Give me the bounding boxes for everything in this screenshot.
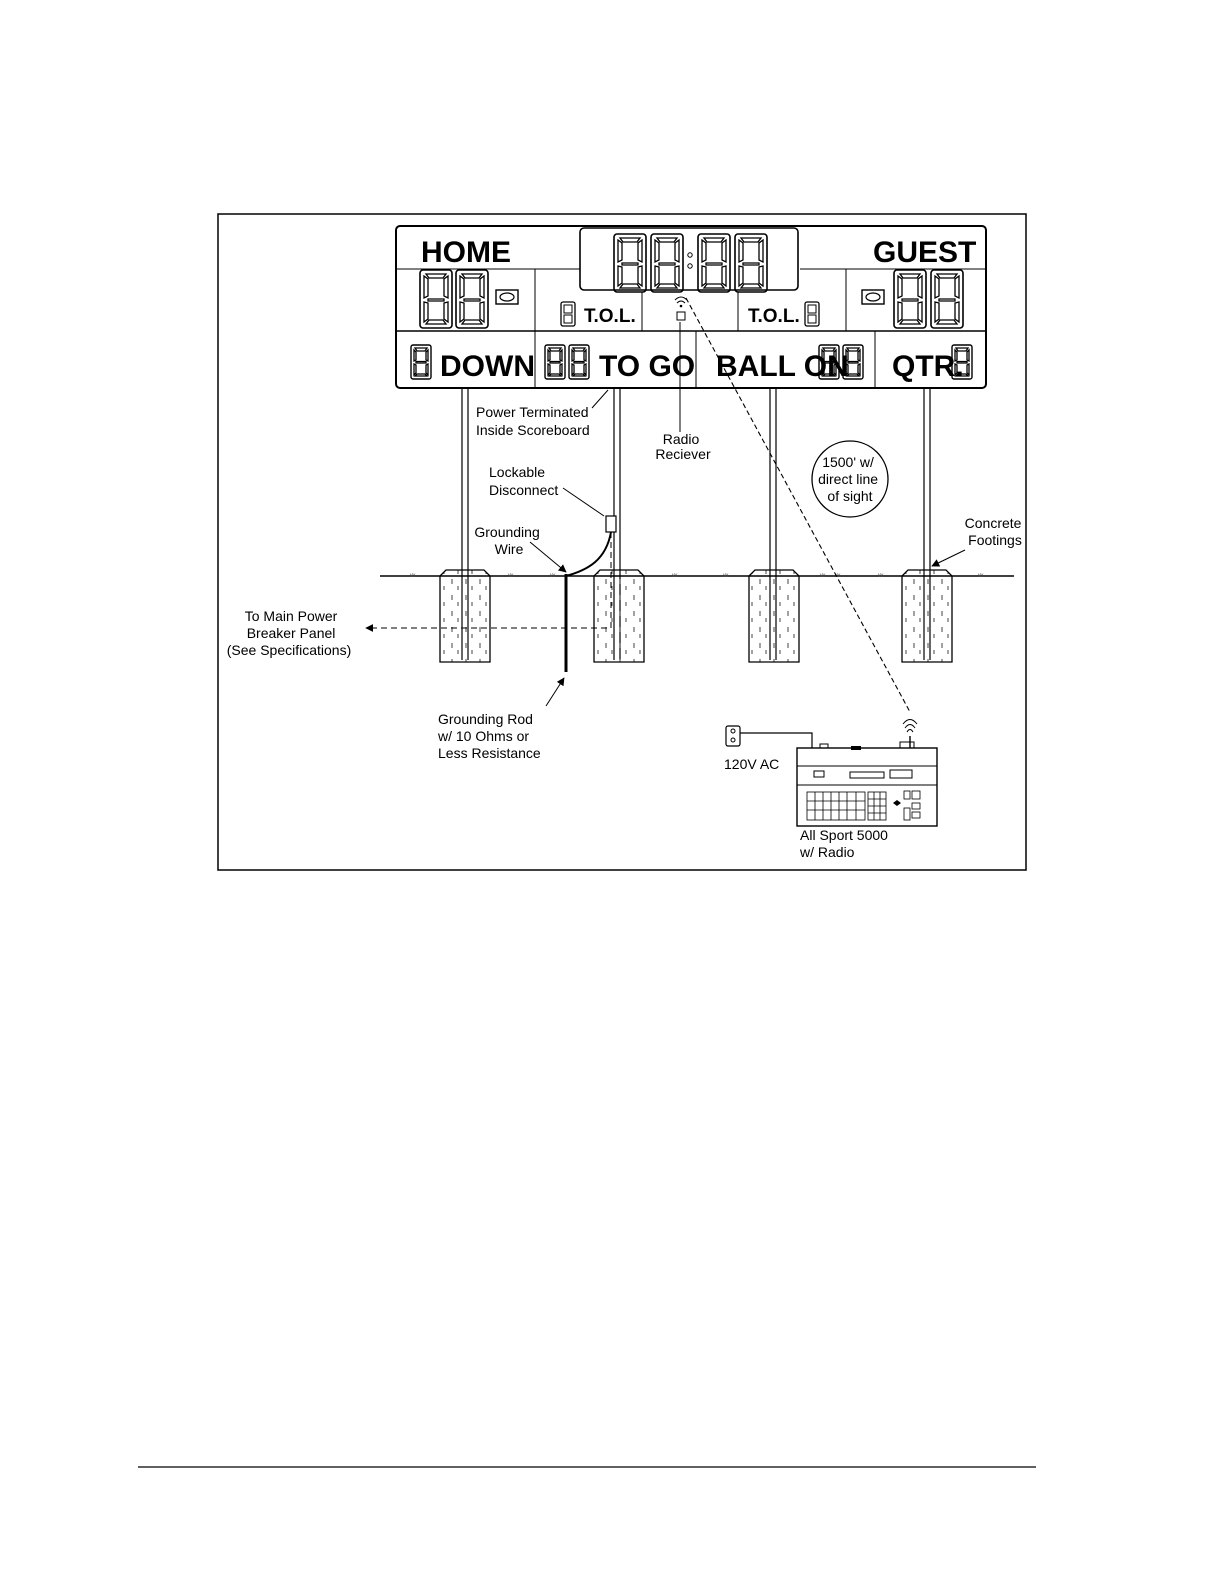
svg-text:ᵥᵥ: ᵥᵥ bbox=[549, 569, 556, 578]
home-label: HOME bbox=[421, 236, 511, 269]
svg-text:ᵥᵥ: ᵥᵥ bbox=[507, 569, 514, 578]
figure-frame bbox=[217, 213, 1027, 871]
ball-on-label: BALL ON bbox=[716, 350, 849, 383]
svg-text:ᵥᵥ: ᵥᵥ bbox=[877, 569, 884, 578]
to-go-label: TO GO bbox=[599, 350, 695, 383]
power-cord bbox=[740, 732, 813, 748]
all-sport-5000-controller bbox=[796, 736, 938, 827]
controller-radio-icon bbox=[902, 719, 918, 733]
down-label: DOWN bbox=[440, 350, 535, 383]
main-power-callout: To Main Power Breaker Panel (See Specifi… bbox=[227, 608, 352, 658]
grounding-wire bbox=[565, 531, 612, 577]
range-callout-circle bbox=[811, 440, 889, 518]
guest-label: GUEST bbox=[873, 236, 976, 269]
controller-callout: All Sport 5000 w/ Radio bbox=[799, 827, 892, 860]
guest-tol-label: T.O.L. bbox=[748, 306, 800, 327]
radio-receiver-callout: Radio Reciever bbox=[655, 431, 711, 462]
main-power-conduit bbox=[365, 532, 612, 632]
svg-text:ᵥᵥ: ᵥᵥ bbox=[671, 569, 678, 578]
outlet-callout: 120V AC bbox=[724, 756, 779, 772]
grounding-rod-callout: Grounding Rod w/ 10 Ohms or Less Resista… bbox=[437, 711, 541, 761]
radio-line-of-sight bbox=[685, 297, 911, 713]
range-callout: 1500' w/ direct line of sight bbox=[818, 454, 882, 504]
lockable-disconnect-box bbox=[605, 515, 617, 533]
clock-colon bbox=[687, 252, 693, 258]
concrete-footings-callout: Concrete Footings bbox=[965, 515, 1026, 548]
svg-text:ᵥᵥ: ᵥᵥ bbox=[819, 569, 826, 578]
lockable-disconnect-callout: Lockable Disconnect bbox=[489, 464, 558, 498]
grounding-wire-callout: Grounding Wire bbox=[474, 524, 543, 557]
home-tol-label: T.O.L. bbox=[584, 306, 636, 327]
svg-text:ᵥᵥ: ᵥᵥ bbox=[409, 569, 416, 578]
home-possession-icon bbox=[495, 289, 519, 305]
guest-possession-icon bbox=[861, 289, 885, 305]
power-terminated-callout: Power Terminated Inside Scoreboard bbox=[476, 404, 592, 438]
svg-text:ᵥᵥ: ᵥᵥ bbox=[977, 569, 984, 578]
power-outlet-icon bbox=[725, 725, 741, 747]
svg-text:ᵥᵥ: ᵥᵥ bbox=[834, 569, 841, 578]
concrete-footings bbox=[439, 569, 953, 663]
svg-text:ᵥᵥ: ᵥᵥ bbox=[722, 569, 729, 578]
game-clock-panel bbox=[579, 227, 799, 291]
